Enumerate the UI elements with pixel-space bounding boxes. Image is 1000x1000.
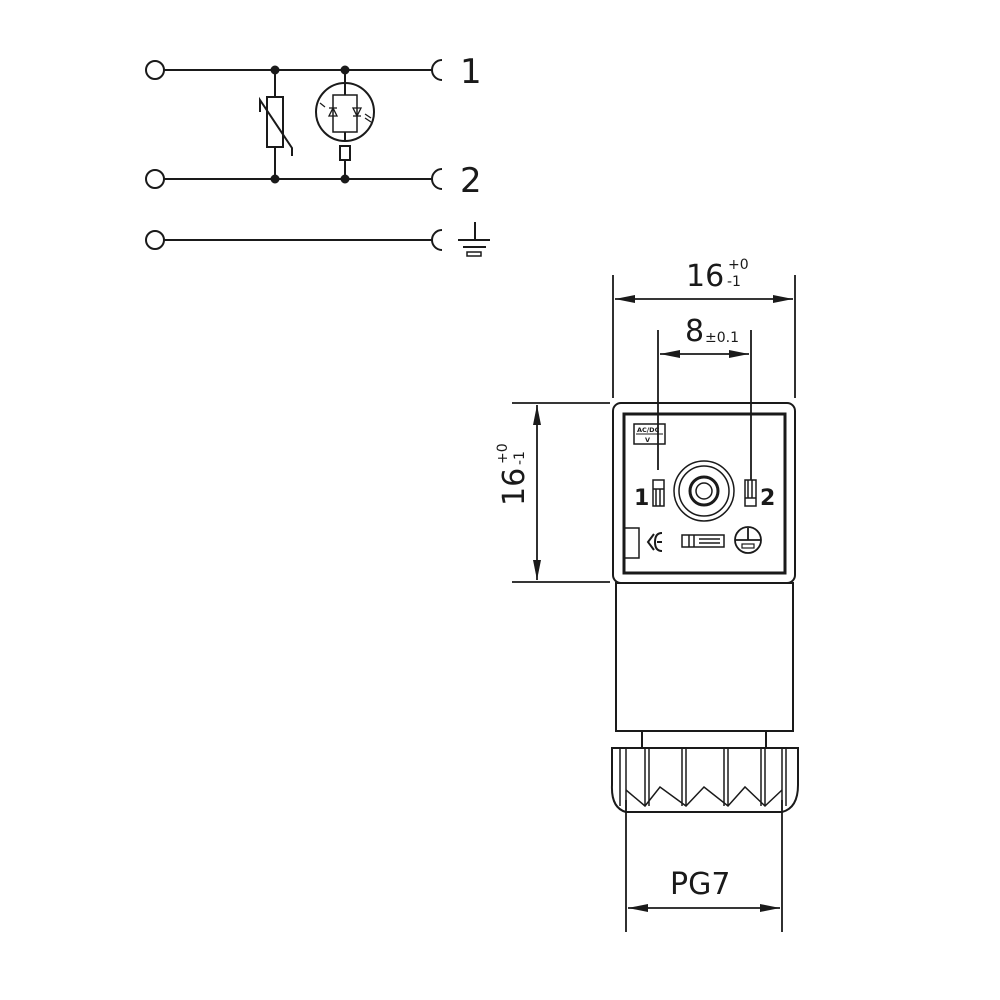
terminal-label-1: 1 (460, 52, 482, 92)
dim-pin-spacing-label: 8 ±0.1 (685, 314, 739, 349)
connector-body (612, 402, 796, 748)
socket-contact-icon (431, 229, 443, 251)
dim-width-label: 16 +0 -1 (686, 257, 749, 294)
connector-face (623, 423, 762, 559)
circuit-schematic (145, 59, 490, 257)
pin1-contact-icon (652, 479, 665, 507)
varistor-icon (259, 65, 293, 184)
input-terminal-icon (145, 60, 165, 80)
pin2-label: 2 (760, 486, 775, 511)
cable-gland-nut (610, 747, 799, 813)
socket-contact-icon (431, 168, 443, 190)
input-terminal-icon (145, 230, 165, 250)
pin2-contact-icon (744, 479, 757, 507)
svg-text:+0: +0 (728, 257, 749, 273)
fuse-icon (681, 534, 725, 548)
terminal-label-2: 2 (460, 161, 482, 201)
wire-terminal-ground (145, 222, 490, 257)
ce-mark-icon (646, 532, 663, 552)
svg-text:±0.1: ±0.1 (705, 330, 739, 346)
dim-height-label: 16 +0 -1 (495, 443, 532, 506)
svg-text:-1: -1 (512, 451, 528, 465)
center-screw-icon (673, 460, 735, 522)
rating-label-top: AC/DC (637, 426, 660, 434)
svg-text:16: 16 (686, 259, 724, 294)
svg-text:8: 8 (685, 314, 704, 349)
rating-label (633, 423, 666, 445)
socket-contact-icon (431, 59, 443, 81)
input-terminal-icon (145, 169, 165, 189)
led-pair-icon (315, 70, 375, 142)
wire-terminal-2 (145, 168, 443, 190)
dim-cable-gland-label: PG7 (670, 867, 730, 902)
wire-terminal-1 (145, 59, 443, 81)
svg-text:16: 16 (497, 468, 532, 506)
svg-text:+0: +0 (495, 443, 511, 464)
rating-label-bottom: V (645, 436, 650, 444)
ground-icon (458, 222, 490, 257)
pin1-label: 1 (634, 486, 649, 511)
dimension-lines (512, 275, 796, 932)
side-tab (623, 527, 640, 559)
ground-contact-icon (734, 526, 762, 554)
resistor-icon (339, 65, 351, 184)
svg-text:-1: -1 (727, 274, 741, 290)
